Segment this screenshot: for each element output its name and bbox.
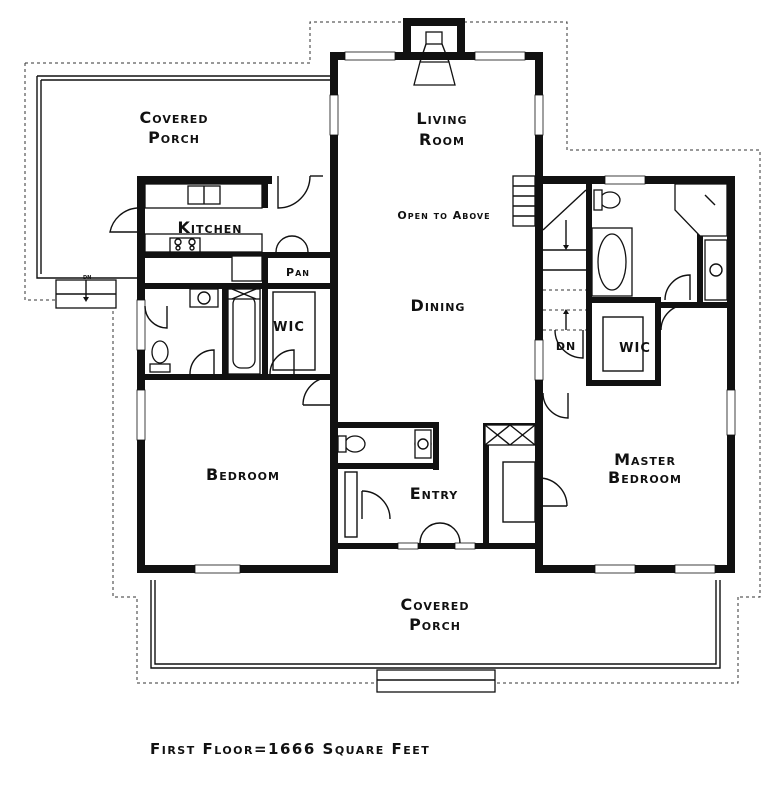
roof-outline	[24, 21, 761, 684]
fireplace	[413, 31, 456, 86]
rear-steps-dn-label: DN	[83, 275, 91, 281]
living-room-label-2: Room	[419, 130, 465, 149]
toilet-icon	[151, 340, 169, 364]
left-bath-fixtures	[149, 288, 261, 375]
vanity-icon	[704, 239, 728, 301]
vanity-icon	[189, 288, 219, 308]
shower-icon	[674, 183, 728, 237]
rear-porch-label-2: Porch	[148, 128, 200, 147]
doors	[109, 175, 691, 544]
rear-porch: DN	[36, 75, 333, 309]
entry-label: Entry	[410, 484, 459, 503]
wic-right-label: WIC	[619, 341, 651, 356]
kitchen-fixtures	[144, 183, 263, 282]
room-labels: Covered Porch Living Room Open to Above …	[140, 108, 682, 634]
master-bath-fixtures	[591, 183, 728, 301]
fridge-icon	[231, 255, 263, 282]
rear-porch-label-1: Covered	[140, 108, 209, 127]
front-porch-steps	[376, 669, 496, 693]
master-bedroom-label-1: Master	[614, 450, 676, 469]
entry-bath-fixtures	[337, 424, 536, 459]
interior-walls	[137, 176, 735, 545]
hvac-icon	[484, 424, 536, 446]
dining-label: Dining	[411, 296, 466, 315]
wic-left-label: WIC	[273, 320, 305, 335]
pantry-label: Pan	[286, 266, 310, 279]
toilet-icon	[599, 191, 621, 209]
stove-icon	[169, 237, 201, 253]
closets	[272, 291, 644, 538]
master-bedroom-label-2: Bedroom	[608, 468, 682, 487]
front-porch-label-1: Covered	[401, 595, 470, 614]
living-room-label-1: Living	[416, 109, 467, 128]
front-porch-label-2: Porch	[409, 615, 461, 634]
open-to-above-label: Open to Above	[397, 209, 490, 222]
bedroom-label: Bedroom	[206, 465, 280, 484]
toilet-icon	[344, 435, 366, 453]
front-porch	[150, 580, 721, 693]
floor-area-caption: First Floor=1666 Square Feet	[150, 740, 430, 758]
stairs	[512, 175, 587, 331]
stairs-dn-label: DN	[556, 340, 576, 353]
windows	[136, 51, 736, 574]
kitchen-label: Kitchen	[178, 218, 243, 237]
